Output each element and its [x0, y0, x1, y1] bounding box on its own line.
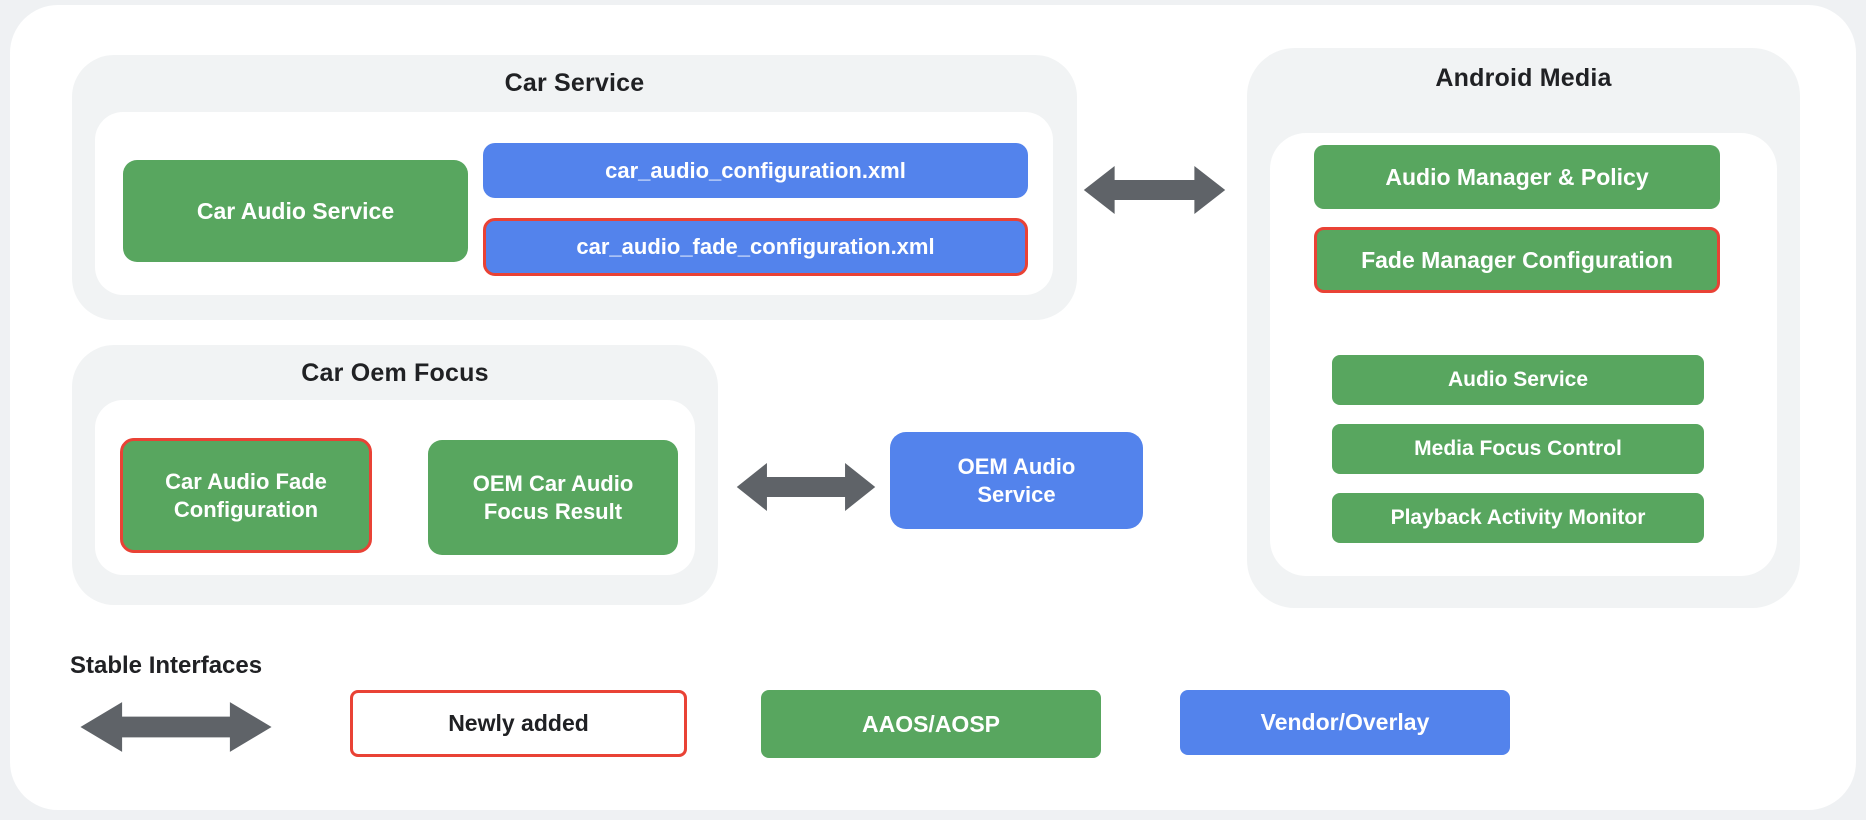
android-media-inner-panel: Audio Manager & Policy Fade Manager Conf…: [1270, 133, 1777, 576]
oem-audio-service-label: OEM Audio Service: [957, 454, 1076, 507]
legend-aaos-aosp: AAOS/AOSP: [761, 690, 1101, 758]
car-oem-focus-title: Car Oem Focus: [301, 359, 489, 387]
car-audio-fade-configuration-xml-box: car_audio_fade_configuration.xml: [483, 218, 1028, 276]
car-audio-service-box: Car Audio Service: [123, 160, 468, 262]
android-media-title: Android Media: [1435, 64, 1612, 92]
car-oem-focus-inner-panel: Car Audio Fade Configuration OEM Car Aud…: [95, 400, 695, 575]
oem-car-audio-focus-result-box: OEM Car Audio Focus Result: [428, 440, 678, 555]
car-oem-focus-group: Car Oem Focus Car Audio Fade Configurati…: [72, 345, 718, 605]
legend-newly-added: Newly added: [350, 690, 687, 757]
legend-vendor-overlay: Vendor/Overlay: [1180, 690, 1510, 755]
android-media-group: Android Media Audio Manager & Policy Fad…: [1247, 48, 1800, 608]
media-focus-control-box: Media Focus Control: [1332, 424, 1704, 474]
car-service-inner-panel: Car Audio Service car_audio_configuratio…: [95, 112, 1053, 295]
stable-interfaces-arrow-icon: [78, 698, 274, 756]
stable-interfaces-label: Stable Interfaces: [70, 652, 263, 679]
bidirectional-arrow-icon: [1082, 162, 1227, 218]
playback-activity-monitor-box: Playback Activity Monitor: [1332, 493, 1704, 543]
car-audio-fade-configuration-box: Car Audio Fade Configuration: [120, 438, 372, 553]
bidirectional-arrow-icon: [735, 459, 877, 515]
oem-audio-service-box: OEM Audio Service: [890, 432, 1143, 529]
audio-service-box: Audio Service: [1332, 355, 1704, 405]
fade-manager-configuration-box: Fade Manager Configuration: [1314, 227, 1720, 293]
car-service-group: Car Service Car Audio Service car_audio_…: [72, 55, 1077, 320]
car-service-title: Car Service: [504, 69, 645, 97]
audio-manager-policy-box: Audio Manager & Policy: [1314, 145, 1720, 209]
car-audio-configuration-xml-box: car_audio_configuration.xml: [483, 143, 1028, 198]
